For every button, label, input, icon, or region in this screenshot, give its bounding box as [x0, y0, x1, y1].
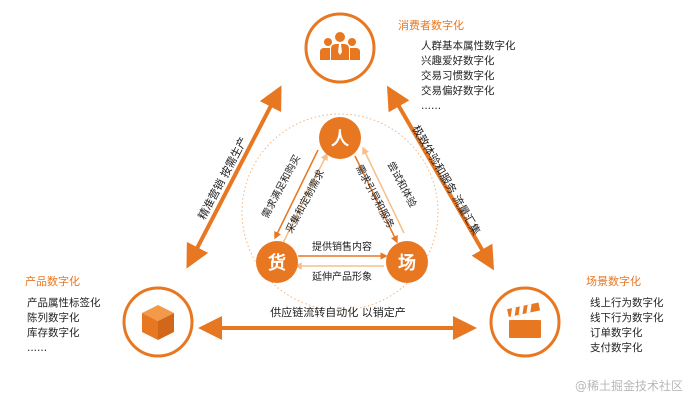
clapperboard-icon	[507, 302, 541, 338]
arrow-person-to-venue	[354, 155, 398, 244]
people-group-icon	[320, 32, 360, 60]
list-item: 订单数字化	[590, 327, 643, 339]
list-item: 产品属性标签化	[27, 297, 101, 309]
node-person-label: 人	[331, 129, 350, 150]
edge-label-left: 精准营销 按需生产	[195, 134, 250, 221]
arrow-goods-to-person	[282, 152, 328, 244]
node-venue-label: 场	[398, 253, 416, 274]
node-product	[122, 286, 194, 358]
node-scene	[489, 286, 561, 358]
list-item: 线下行为数字化	[590, 312, 664, 324]
label-bottom-bottom: 延伸产品形象	[312, 270, 372, 283]
list-item: 人群基本属性数字化	[421, 40, 516, 52]
arrow-venue-to-person	[362, 146, 405, 234]
node-venue: 场	[386, 241, 428, 283]
consumer-title: 消费者数字化	[398, 19, 464, 32]
list-item: 交易偏好数字化	[421, 85, 495, 97]
scene-list: 线上行为数字化 线下行为数字化 订单数字化 支付数字化	[590, 296, 664, 356]
arrow-person-to-goods	[274, 149, 319, 240]
list-item: ......	[421, 100, 442, 112]
watermark: @稀土掘金技术社区	[574, 379, 683, 393]
node-goods: 货	[256, 241, 298, 283]
list-item: 交易习惯数字化	[421, 70, 495, 82]
list-item: 兴趣爱好数字化	[421, 55, 495, 67]
scene-title: 场景数字化	[586, 275, 641, 288]
list-item: 库存数字化	[27, 327, 80, 339]
node-goods-label: 货	[268, 252, 286, 274]
list-item: 陈列数字化	[27, 312, 80, 324]
node-person: 人	[319, 117, 361, 159]
product-title: 产品数字化	[25, 275, 80, 288]
label-bottom-top: 提供销售内容	[312, 240, 372, 253]
list-item: ......	[27, 342, 48, 354]
node-consumer	[304, 12, 376, 84]
list-item: 线上行为数字化	[590, 297, 664, 309]
box-icon	[142, 305, 174, 340]
list-item: 支付数字化	[590, 342, 643, 354]
edge-consumer-scene	[386, 85, 495, 271]
product-list: 产品属性标签化 陈列数字化 库存数字化 ......	[27, 296, 101, 356]
consumer-list: 人群基本属性数字化 兴趣爱好数字化 交易习惯数字化 交易偏好数字化 ......	[421, 39, 516, 114]
edge-label-right: 极致体验和服务 流量汇集	[409, 123, 483, 238]
edge-consumer-product	[186, 85, 282, 269]
edge-label-bottom: 供应链流转自动化 以销定产	[270, 305, 406, 319]
